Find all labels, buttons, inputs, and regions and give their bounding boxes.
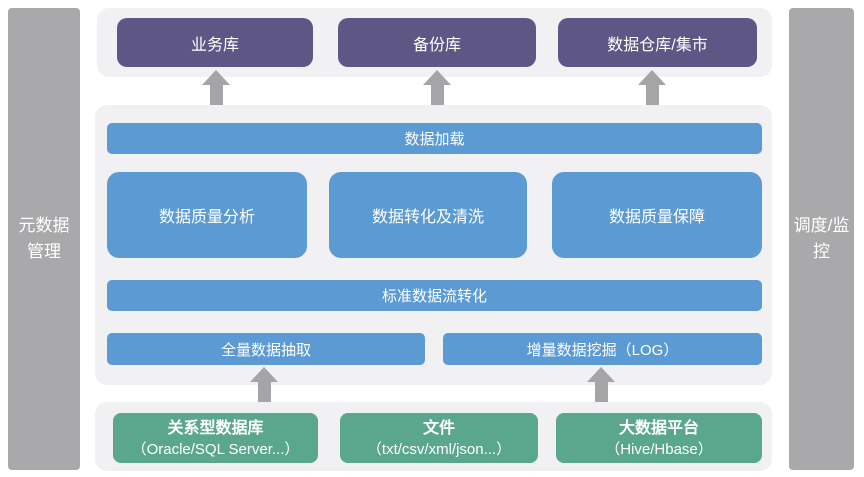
files-box: 文件 （txt/csv/xml/json...） [340,413,538,463]
up-arrow-icon [638,70,666,107]
up-arrow-shaft [594,382,608,404]
data-warehouse-box: 数据仓库/集市 [558,18,757,67]
data-transform-clean-box: 数据转化及清洗 [329,172,527,258]
files-subtitle: （txt/csv/xml/json...） [366,440,512,458]
scheduling-monitoring-label: 调度/监控 [793,215,850,261]
data-warehouse-label: 数据仓库/集市 [607,36,708,54]
up-arrow-shaft [645,85,659,107]
metadata-management-bar: 元数据管理 [8,8,80,470]
data-quality-analysis-box: 数据质量分析 [107,172,307,258]
standard-dataflow-label: 标准数据流转化 [381,288,487,305]
business-db-label: 业务库 [190,36,239,54]
incremental-mining-bar: 增量数据挖掘（LOG） [443,333,762,365]
full-extract-bar: 全量数据抽取 [107,333,425,365]
data-quality-assurance-label: 数据质量保障 [608,209,705,226]
backup-db-box: 备份库 [338,18,536,67]
up-arrow-head [638,70,666,85]
business-db-box: 业务库 [117,18,313,67]
data-quality-analysis-label: 数据质量分析 [158,209,255,226]
scheduling-monitoring-bar: 调度/监控 [789,8,854,470]
up-arrow-head [250,367,278,382]
relational-db-subtitle: （Oracle/SQL Server...） [131,440,300,458]
bigdata-platform-subtitle: （Hive/Hbase） [605,440,713,458]
up-arrow-shaft [430,85,444,107]
metadata-management-label: 元数据管理 [18,215,70,261]
data-load-bar: 数据加载 [107,123,762,154]
standard-dataflow-bar: 标准数据流转化 [107,280,762,311]
data-transform-clean-label: 数据转化及清洗 [371,209,484,226]
up-arrow-head [423,70,451,85]
up-arrow-icon [202,70,230,107]
up-arrow-head [587,367,615,382]
incremental-mining-label: 增量数据挖掘（LOG） [526,341,679,359]
backup-db-label: 备份库 [412,36,461,54]
files-title: 文件 [422,419,455,437]
full-extract-label: 全量数据抽取 [220,341,311,359]
up-arrow-icon [250,367,278,404]
up-arrow-head [202,70,230,85]
up-arrow-shaft [257,382,271,404]
up-arrow-shaft [209,85,223,107]
bigdata-platform-box: 大数据平台 （Hive/Hbase） [556,413,762,463]
data-quality-assurance-box: 数据质量保障 [552,172,762,258]
bigdata-platform-title: 大数据平台 [618,419,699,437]
relational-db-title: 关系型数据库 [167,419,264,437]
relational-db-box: 关系型数据库 （Oracle/SQL Server...） [113,413,318,463]
up-arrow-icon [587,367,615,404]
up-arrow-icon [423,70,451,107]
data-load-label: 数据加载 [404,131,465,148]
